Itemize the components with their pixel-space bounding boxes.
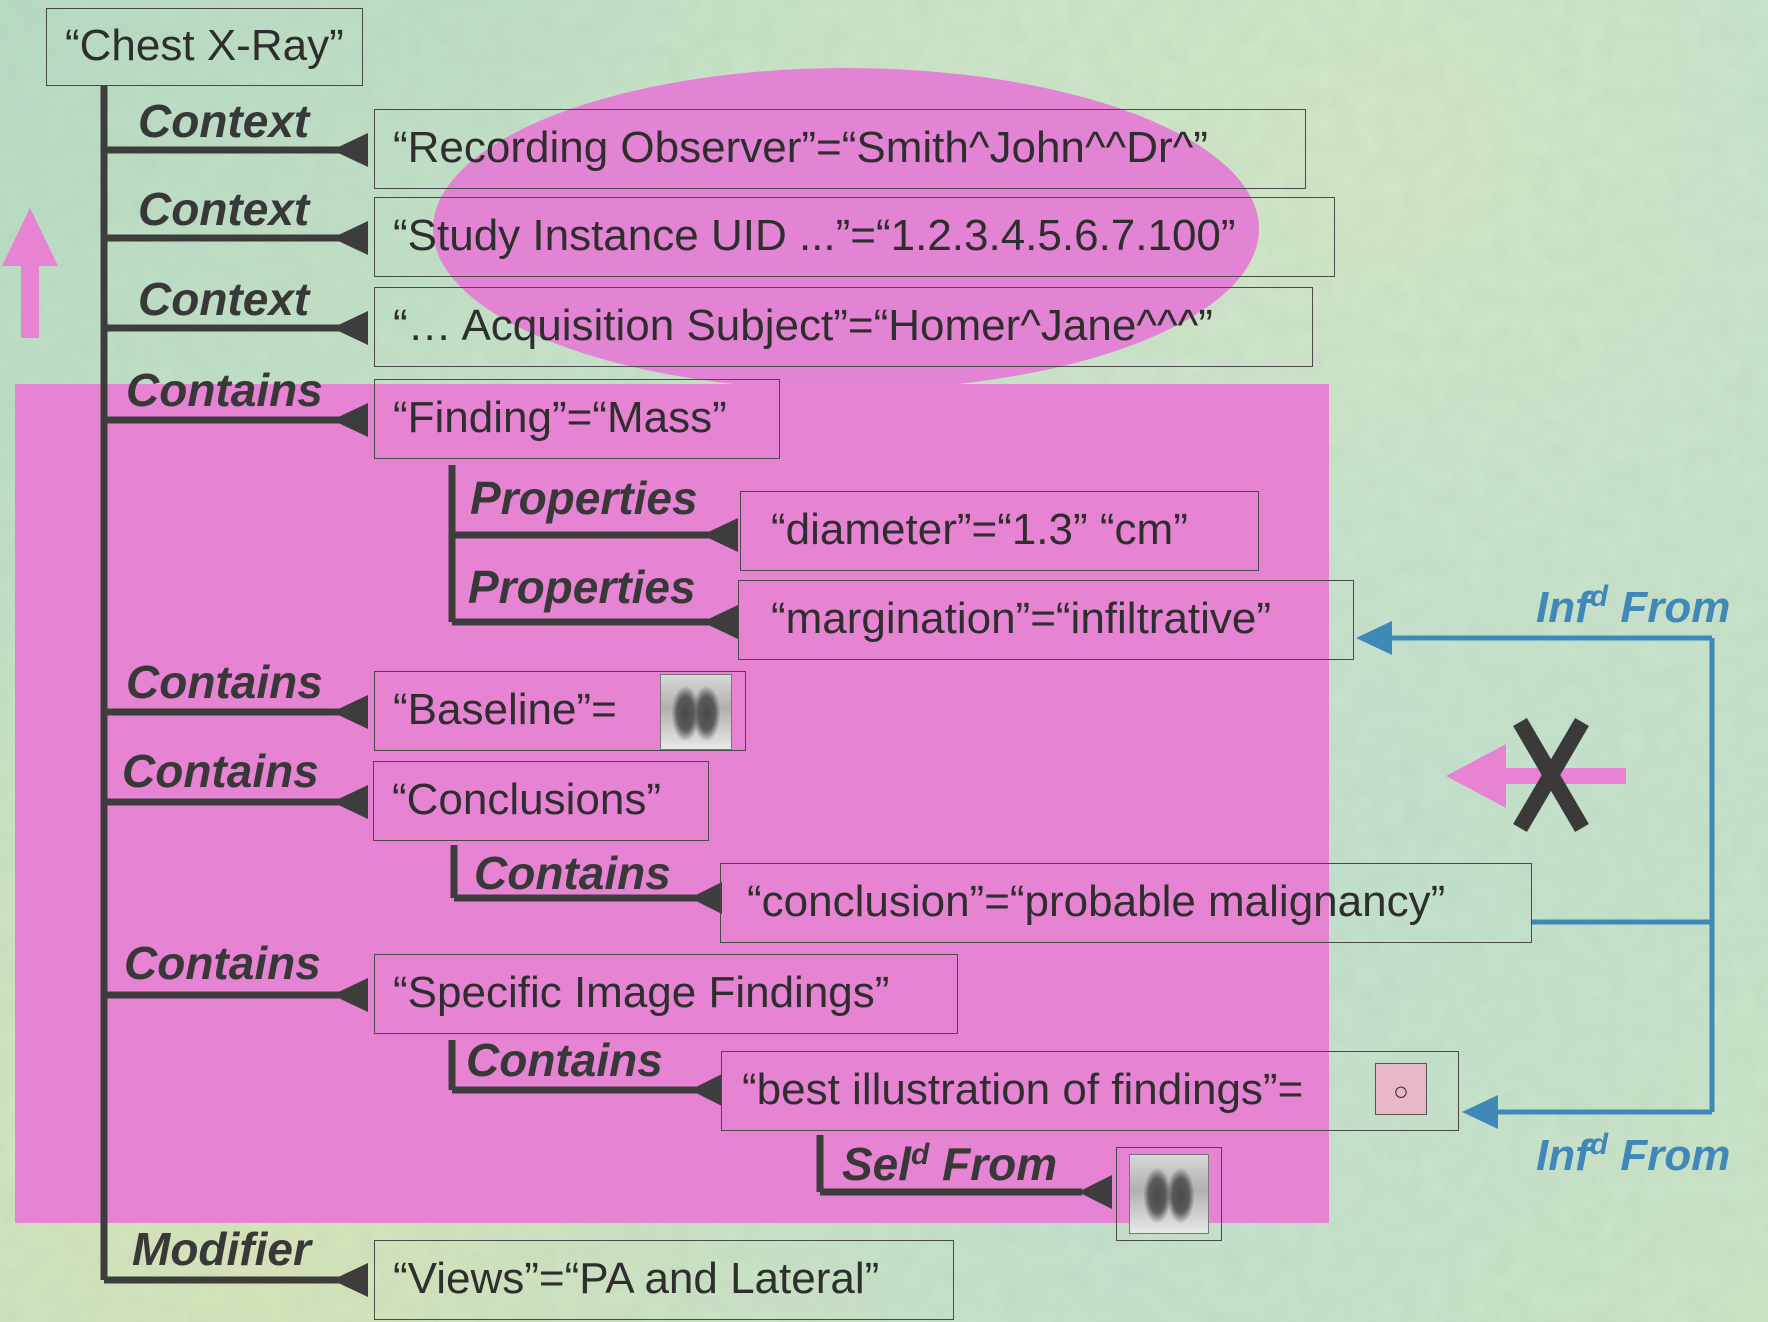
root-node: “Chest X-Ray” bbox=[46, 8, 363, 86]
node-best-illustration-label: “best illustration of findings”= bbox=[742, 1065, 1304, 1114]
node-acquisition-subject: “… Acquisition Subject”=“Homer^Jane^^^” bbox=[374, 287, 1313, 367]
node-baseline: “Baseline”= bbox=[374, 671, 746, 751]
relation-inferred-from-1: Infd From bbox=[1536, 580, 1731, 632]
region-of-interest-icon: ○ bbox=[1375, 1063, 1427, 1115]
relation-context-1: Context bbox=[138, 95, 310, 147]
node-conclusions: “Conclusions” bbox=[373, 761, 709, 841]
relation-contains-3: Contains bbox=[122, 745, 319, 797]
node-diameter: “diameter”=“1.3” “cm” bbox=[740, 491, 1259, 571]
relation-properties-2: Properties bbox=[468, 561, 696, 613]
relation-context-3: Context bbox=[138, 273, 310, 325]
chest-xray-thumbnail bbox=[1129, 1154, 1209, 1234]
chest-xray-thumbnail bbox=[660, 674, 732, 750]
selected-image-box bbox=[1116, 1147, 1222, 1241]
node-views: “Views”=“PA and Lateral” bbox=[374, 1240, 954, 1320]
node-specific-image-findings: “Specific Image Findings” bbox=[374, 954, 958, 1034]
node-best-illustration: “best illustration of findings”= ○ bbox=[721, 1051, 1459, 1131]
node-margination: “margination”=“infiltrative” bbox=[738, 580, 1354, 660]
inference-connectors bbox=[1380, 635, 1715, 1115]
node-study-instance-uid: “Study Instance UID ...”=“1.2.3.4.5.6.7.… bbox=[374, 197, 1335, 277]
relation-contains-1: Contains bbox=[126, 364, 323, 416]
relation-selected-from: Seld From bbox=[842, 1138, 1058, 1190]
x-mark-icon bbox=[1513, 717, 1589, 833]
relation-contains-6: Contains bbox=[466, 1034, 663, 1086]
node-baseline-label: “Baseline”= bbox=[393, 685, 617, 734]
relation-contains-4: Contains bbox=[474, 847, 671, 899]
node-finding: “Finding”=“Mass” bbox=[374, 379, 780, 459]
node-recording-observer: “Recording Observer”=“Smith^John^^Dr^” bbox=[374, 109, 1306, 189]
left-arrow-icon bbox=[1446, 744, 1626, 808]
relation-contains-2: Contains bbox=[126, 656, 323, 708]
node-conclusion: “conclusion”=“probable malignancy” bbox=[720, 863, 1532, 943]
relation-context-2: Context bbox=[138, 183, 310, 235]
context-highlight-ellipse bbox=[433, 68, 1259, 390]
arrowheads bbox=[332, 133, 1112, 1297]
relation-modifier: Modifier bbox=[132, 1223, 311, 1275]
relation-properties-1: Properties bbox=[470, 472, 698, 524]
relation-contains-5: Contains bbox=[124, 937, 321, 989]
up-arrow-icon bbox=[2, 208, 58, 338]
relation-inferred-from-2: Infd From bbox=[1536, 1128, 1731, 1180]
